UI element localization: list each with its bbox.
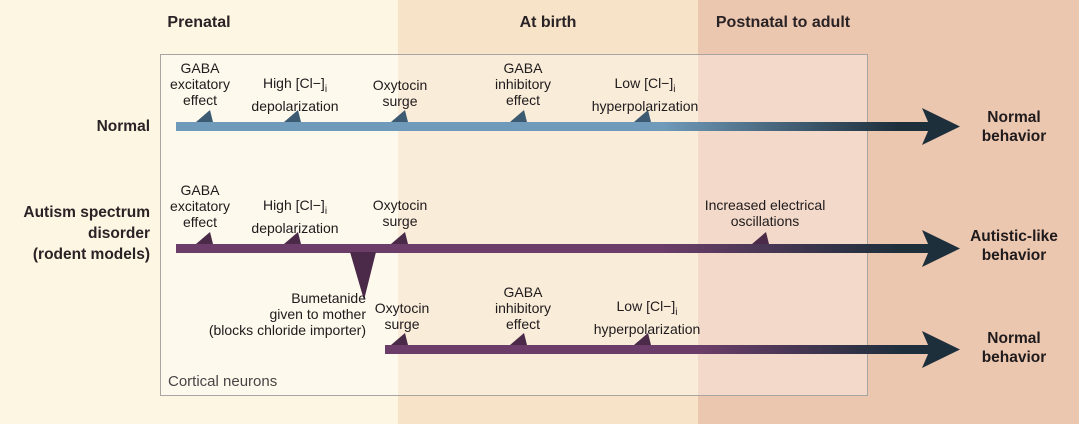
row-label-autism-line1: Autism spectrum <box>23 204 150 221</box>
row-label-autism-line2: disorder <box>87 225 150 242</box>
marker-high-cl-asd <box>284 232 301 244</box>
prenatal-zone: Prenatal <box>0 0 398 424</box>
row-label-autism: Autism spectrum disorder (rodent models) <box>23 202 150 265</box>
cortical-neurons-box <box>160 54 868 396</box>
marker-oxytocin-treated <box>391 333 408 345</box>
marker-gaba-inhibitory-treated <box>510 333 527 345</box>
marker-oscillations <box>752 232 769 244</box>
autism-arrow <box>176 230 960 300</box>
marker-high-cl <box>284 110 301 122</box>
marker-oxytocin <box>391 110 408 122</box>
bumetanide-wedge <box>350 252 376 300</box>
normal-arrow <box>176 108 960 145</box>
marker-gaba-excitatory-asd <box>196 232 213 244</box>
postnatal-title: Postnatal to adult <box>715 14 851 31</box>
at-birth-title: At birth <box>519 14 577 31</box>
row-label-normal: Normal <box>96 118 150 135</box>
treated-arrow <box>385 331 960 368</box>
marker-low-cl-treated <box>634 333 651 345</box>
row-label-autism-line3: (rodent models) <box>32 246 150 263</box>
prenatal-title: Prenatal <box>167 14 231 31</box>
marker-gaba-excitatory <box>196 110 213 122</box>
cortical-neurons-label: Cortical neurons <box>168 373 278 390</box>
marker-low-cl <box>634 110 651 122</box>
marker-gaba-inhibitory <box>510 110 527 122</box>
marker-oxytocin-asd <box>391 232 408 244</box>
